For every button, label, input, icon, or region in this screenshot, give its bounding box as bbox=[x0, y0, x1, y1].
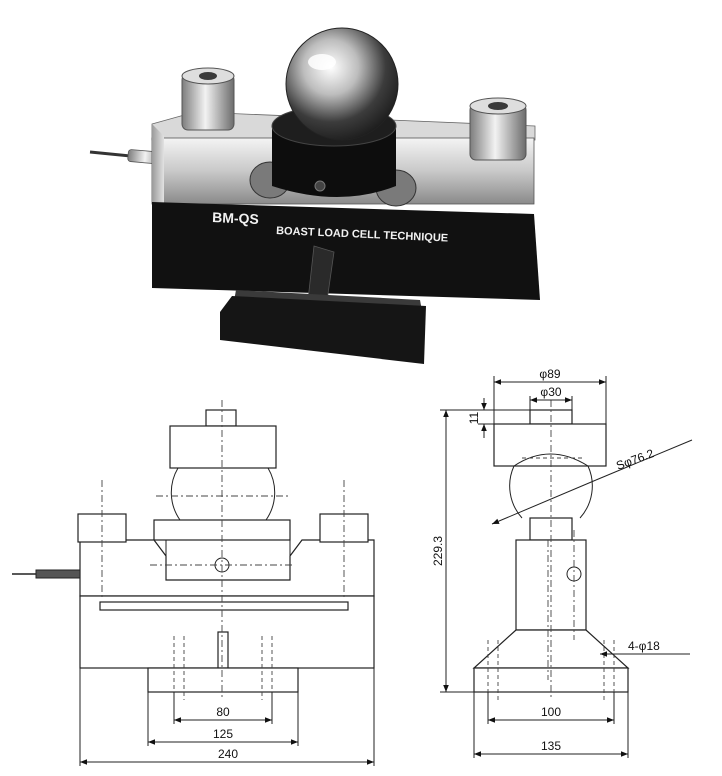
side-ball-left bbox=[509, 465, 523, 519]
front-ball-right bbox=[265, 467, 276, 521]
product-photo: BM-QS BOAST LOAD CELL TECHNIQUE bbox=[89, 27, 540, 364]
hex-socket-icon bbox=[199, 72, 217, 80]
chrome-ball bbox=[285, 27, 399, 141]
body-black-section bbox=[152, 202, 540, 300]
side-ball-right bbox=[579, 465, 593, 519]
dim-135-label: 135 bbox=[541, 739, 561, 753]
dim-sphere-label: Sφ76.2 bbox=[614, 446, 656, 473]
front-view-drawing: 80 125 240 bbox=[12, 400, 375, 766]
dim-phi30-label: φ30 bbox=[540, 385, 561, 399]
front-top-cap bbox=[169, 425, 277, 469]
front-groove bbox=[99, 601, 349, 611]
side-view-drawing: φ89 φ30 11 229.3 Sφ76.2 4-φ18 100 135 bbox=[431, 367, 693, 758]
dim-leader-sphere bbox=[595, 439, 693, 481]
set-screw-icon bbox=[314, 180, 326, 192]
front-top-knob bbox=[205, 409, 237, 427]
body-left-face bbox=[152, 124, 164, 206]
model-label: BM-QS bbox=[212, 209, 259, 227]
front-ball-left bbox=[170, 467, 181, 521]
dim-line-sphere bbox=[491, 479, 597, 525]
front-cable-gland bbox=[35, 569, 81, 579]
dim-phi89-label: φ89 bbox=[539, 367, 560, 381]
front-base-plate bbox=[147, 667, 299, 693]
dim-100-label: 100 bbox=[541, 705, 561, 719]
front-loading-pin bbox=[217, 631, 229, 669]
base-plate bbox=[220, 296, 426, 364]
dim-11-label: 11 bbox=[467, 411, 481, 424]
dim-125-label: 125 bbox=[213, 727, 233, 741]
side-cap-recess bbox=[513, 453, 589, 467]
hex-socket-icon bbox=[488, 102, 508, 110]
dim-240-label: 240 bbox=[218, 747, 238, 761]
ball-highlight bbox=[308, 54, 336, 70]
side-top-cap bbox=[493, 423, 607, 467]
front-upper-body bbox=[79, 539, 375, 597]
front-center-window bbox=[165, 539, 291, 581]
dim-80-label: 80 bbox=[216, 705, 230, 719]
dim-holes-label: 4-φ18 bbox=[628, 639, 660, 653]
dim-height-label: 229.3 bbox=[431, 536, 445, 566]
